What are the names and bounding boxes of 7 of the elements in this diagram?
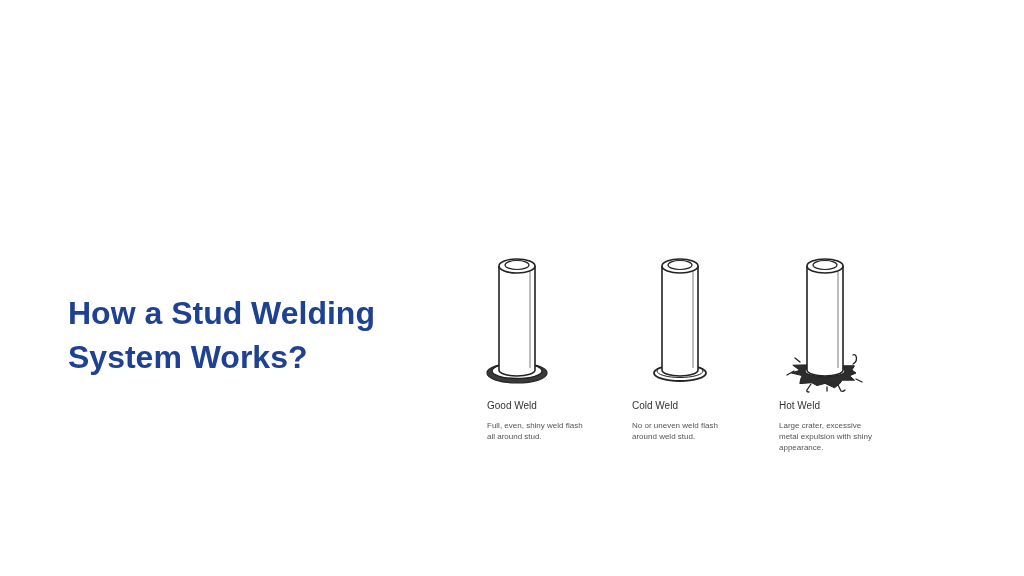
weld-type-heading: Good Weld	[487, 399, 537, 412]
page-title: How a Stud Welding System Works?	[68, 294, 376, 377]
weld-type-heading: Cold Weld	[632, 399, 678, 412]
weld-description: Large crater, excessive metal expulsion with shiny appearance.	[779, 420, 873, 453]
weld-type-heading: Hot Weld	[779, 399, 820, 412]
weld-description: Full, even, shiny weld flash all around stud.	[487, 420, 584, 442]
weld-description: No or uneven weld flash around weld stud.	[632, 420, 719, 442]
